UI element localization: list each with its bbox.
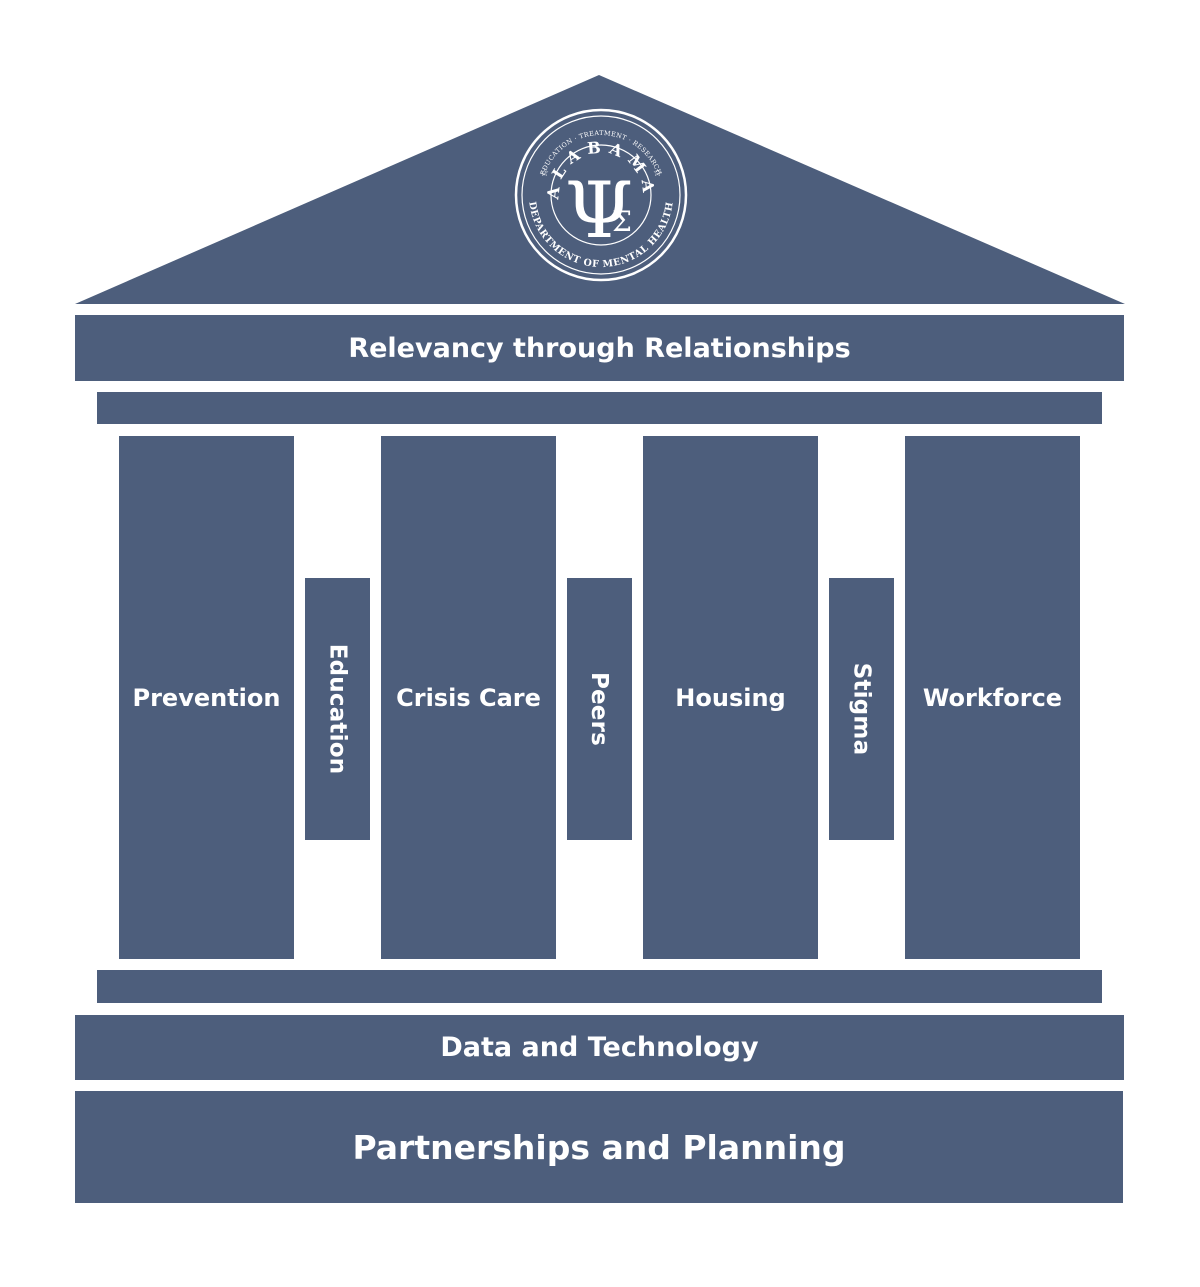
- pillar-housing: Housing: [643, 436, 818, 959]
- connector-education: Education: [305, 578, 370, 840]
- pillar-workforce: Workforce: [905, 436, 1080, 959]
- seal-left-star-icon: ☆: [540, 168, 549, 179]
- upper-slab: [97, 392, 1102, 424]
- data-band-label: Data and Technology: [440, 1032, 759, 1063]
- department-seal: ALABAMA EDUCATION · TREATMENT · RESEARCH…: [514, 108, 688, 282]
- relevancy-band-label: Relevancy through Relationships: [348, 332, 851, 364]
- data-technology-band: Data and Technology: [75, 1015, 1124, 1080]
- pillar-label: Workforce: [922, 683, 1063, 712]
- svg-text:Ψ: Ψ: [565, 166, 633, 256]
- foundation-band: Partnerships and Planning: [75, 1091, 1123, 1203]
- psi-sigma-emblem-icon: Ψ Σ: [565, 166, 633, 256]
- pillar-crisis-care: Crisis Care: [381, 436, 556, 959]
- connector-stigma: Stigma: [829, 578, 894, 840]
- connector-label: Stigma: [848, 662, 875, 756]
- relevancy-band: Relevancy through Relationships: [75, 315, 1124, 381]
- pillar-label: Housing: [675, 683, 786, 712]
- lower-slab: [97, 970, 1102, 1003]
- pillar-label: Crisis Care: [396, 683, 541, 712]
- foundation-label: Partnerships and Planning: [352, 1127, 846, 1167]
- connector-peers: Peers: [567, 578, 632, 840]
- pillar-prevention: Prevention: [119, 436, 294, 959]
- svg-text:Σ: Σ: [612, 205, 632, 238]
- pillar-label: Prevention: [132, 683, 281, 712]
- connector-label: Education: [324, 643, 351, 775]
- connector-label: Peers: [586, 671, 613, 747]
- seal-right-star-icon: ☆: [653, 168, 662, 179]
- roof-pediment: ALABAMA EDUCATION · TREATMENT · RESEARCH…: [75, 75, 1125, 304]
